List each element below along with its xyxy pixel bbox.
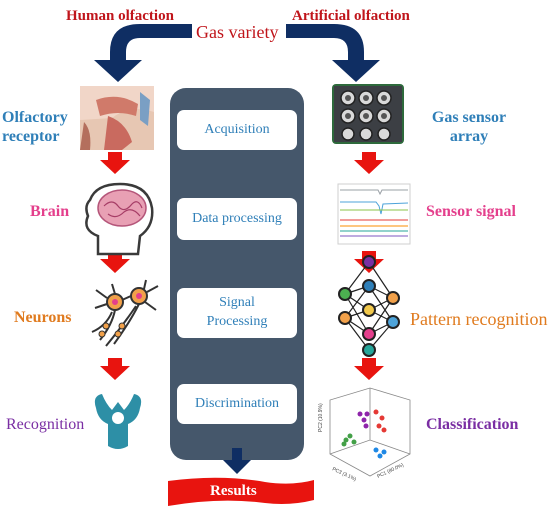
gas-sensor-array-line2: array [449, 128, 489, 145]
recognition-image [94, 394, 142, 449]
brain-head-image [85, 182, 154, 256]
results-navy-arrow [223, 448, 251, 474]
recognition-label: Recognition [6, 416, 85, 433]
step-signal-processing-line1: Signal [219, 295, 255, 311]
step-discrimination: Discrimination [177, 384, 297, 424]
pattern-recognition-label: Pattern recognition [410, 309, 548, 329]
human-olfaction-label: Human olfaction [66, 8, 174, 24]
sensor-signal-label: Sensor signal [426, 203, 516, 220]
brain-label: Brain [30, 203, 70, 220]
step-acquisition: Acquisition [177, 110, 297, 150]
classification-scatter-image: PC2 (10.9%) PC3 (3.1%) PC1 (80.0%) [318, 387, 411, 483]
neurons-label: Neurons [14, 309, 72, 326]
olfactory-receptor-image [80, 86, 154, 150]
step-signal-processing-line2: Processing [206, 314, 268, 329]
scatter-z-axis-label: PC3 (3.1%) [331, 466, 357, 483]
gas-variety-label: Gas variety [196, 22, 279, 42]
olfactory-receptor-line1: Olfactory [2, 109, 68, 126]
process-panel [170, 88, 304, 460]
results-label: Results [210, 483, 257, 499]
left-red-arrows [100, 152, 130, 380]
left-navy-arrow [94, 24, 192, 82]
sensor-signal-image [337, 183, 411, 245]
gas-sensor-array-image [332, 84, 404, 144]
artificial-olfaction-label: Artificial olfaction [292, 8, 410, 24]
neural-network-image [338, 255, 400, 357]
step-data-processing: Data processing [177, 198, 297, 240]
results-banner [168, 477, 314, 506]
right-navy-arrow [286, 24, 380, 82]
gas-sensor-array-line1: Gas sensor [431, 109, 507, 126]
neurons-image [91, 279, 159, 347]
olfactory-receptor-line2: receptor [2, 128, 60, 145]
gas-sensor-array-label: Gas sensor array [414, 108, 524, 146]
olfactory-receptor-label: Olfactory receptor [2, 108, 68, 146]
classification-label: Classification [426, 416, 519, 433]
scatter-y-axis-label: PC2 (10.9%) [318, 403, 324, 432]
step-signal-processing: Signal Processing [177, 288, 297, 338]
